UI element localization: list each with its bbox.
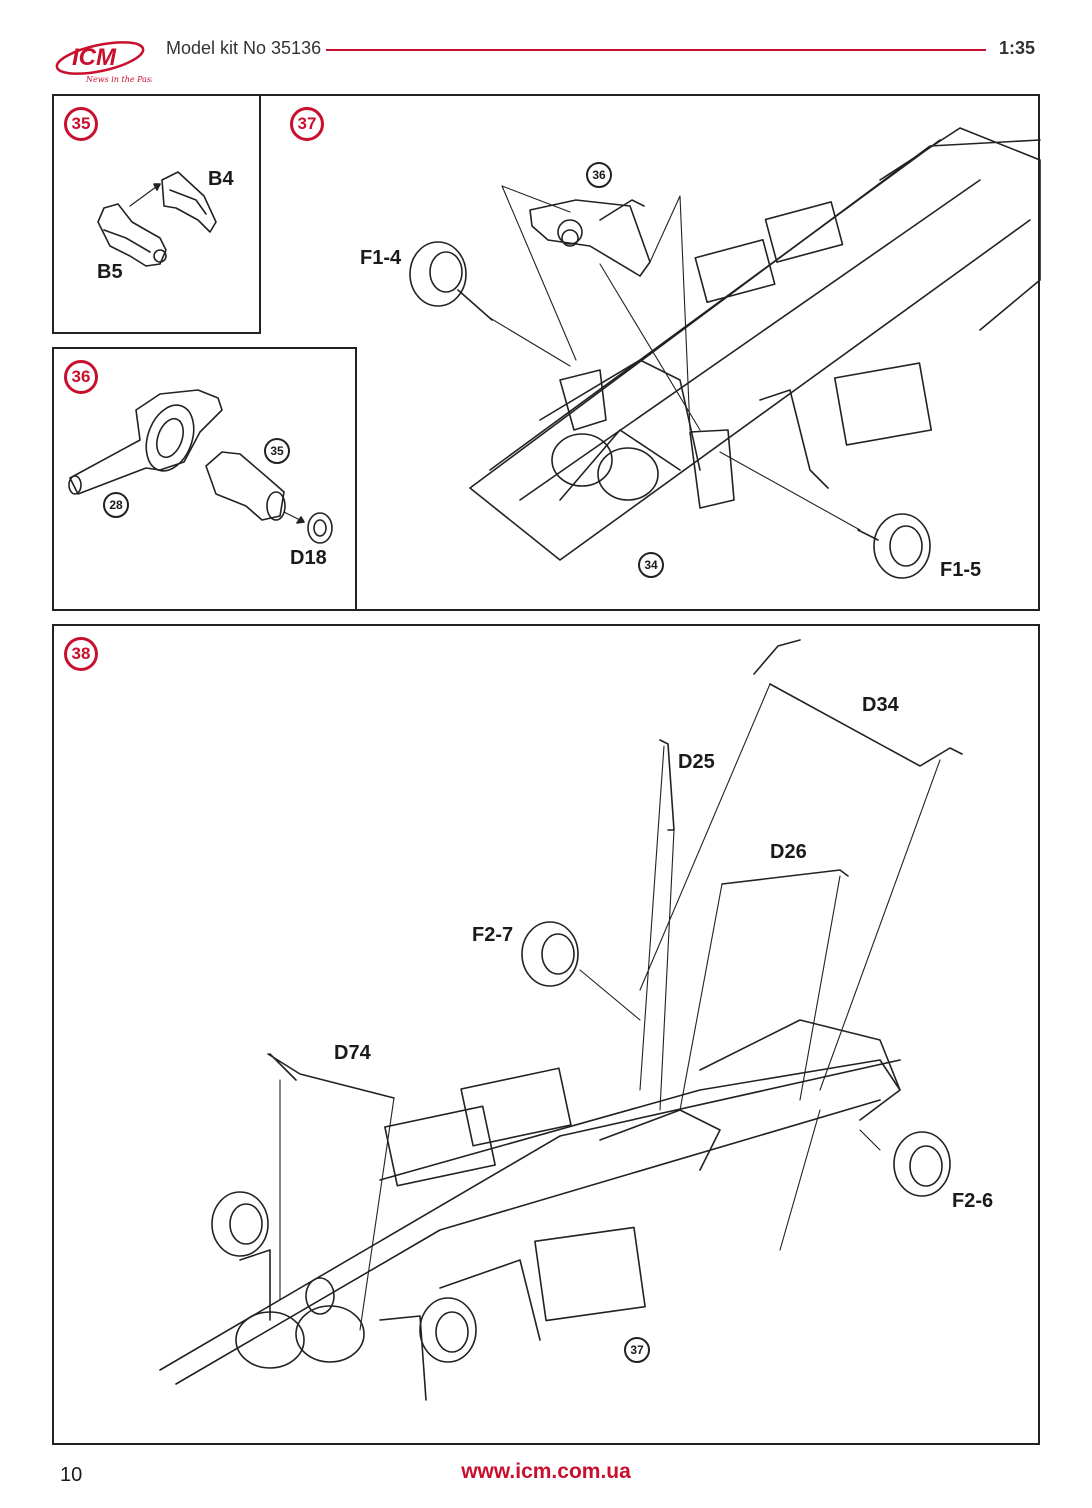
hub-rear-left-drawing <box>211 1191 269 1257</box>
ref-step-34: 34 <box>638 552 664 578</box>
step-37-badge: 37 <box>290 107 324 141</box>
part-b4-drawing <box>161 171 217 233</box>
panel-step-35 <box>52 94 261 334</box>
part-label-f2-7: F2-7 <box>472 924 514 946</box>
svg-text:ICM: ICM <box>72 44 117 71</box>
part-b5-drawing <box>97 203 167 267</box>
part-label-d25: D25 <box>678 751 715 773</box>
panel-step-36 <box>52 347 357 611</box>
scale-label: 1:35 <box>998 38 1035 58</box>
differential-drawing <box>205 451 286 521</box>
icm-logo: ICM News in the Past <box>52 34 155 86</box>
rod-d25-drawing <box>659 739 675 831</box>
part-label-d74: D74 <box>334 1042 371 1064</box>
part-label-b4: B4 <box>208 168 234 190</box>
part-label-d18: D18 <box>290 547 327 569</box>
header-rule <box>326 49 986 51</box>
ref-step-28: 28 <box>103 492 129 518</box>
axle-36-drawing <box>529 199 651 277</box>
step-35-badge: 35 <box>64 107 98 141</box>
part-label-f1-4: F1-4 <box>360 247 402 269</box>
rod-d26-drawing <box>721 869 849 885</box>
d18-bearing-drawing <box>307 512 333 544</box>
hub-f1-4-drawing <box>409 241 493 321</box>
header-title: Model kit No 35136 <box>166 38 322 58</box>
ref-step-35: 35 <box>264 438 290 464</box>
chassis-38-drawing <box>159 1019 901 1401</box>
rod-d74-drawing <box>267 1053 395 1099</box>
step-36-badge: 36 <box>64 360 98 394</box>
ref-step-37: 37 <box>624 1337 650 1363</box>
chassis-37-drawing <box>469 127 1041 561</box>
part-label-b5: B5 <box>97 261 123 283</box>
part-label-f1-5: F1-5 <box>940 559 982 581</box>
hub-f2-6-drawing <box>893 1131 951 1197</box>
part-label-d34: D34 <box>862 694 899 716</box>
panel-step-37 <box>259 94 1040 611</box>
part-label-d26: D26 <box>770 841 807 863</box>
step-38-badge: 38 <box>64 637 98 671</box>
axle-housing-drawing <box>68 389 223 495</box>
hub-rear-right-drawing <box>419 1297 477 1363</box>
svg-text:News in the Past: News in the Past <box>85 75 152 84</box>
hub-f1-5-drawing <box>857 513 931 579</box>
page-number: 10 <box>60 1464 83 1486</box>
panel-step-38 <box>52 624 1040 1445</box>
rod-d34-drawing <box>753 639 963 767</box>
ref-step-36: 36 <box>586 162 612 188</box>
part-label-f2-6: F2-6 <box>952 1190 994 1212</box>
footer-url[interactable]: www.icm.com.ua <box>461 1460 631 1483</box>
hub-f2-7-drawing <box>521 921 579 987</box>
